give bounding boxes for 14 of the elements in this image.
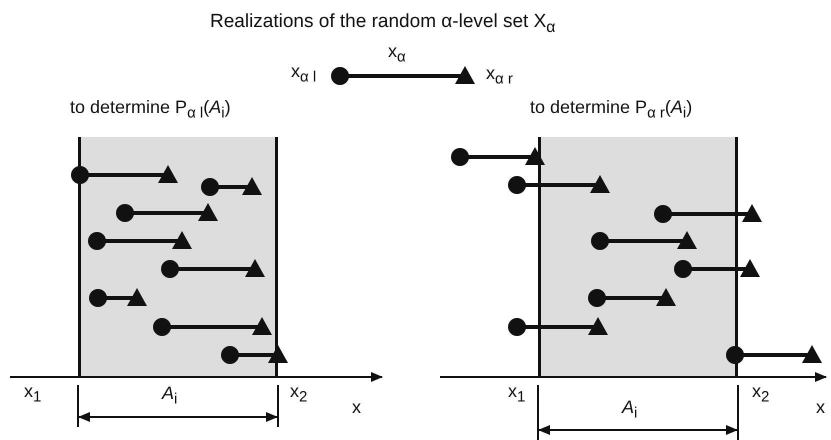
- panel-heading: to determine P$_{α l}$(A$_{i}$): [70, 97, 231, 122]
- axis-tick-label: x$_{1}$: [24, 382, 42, 406]
- diagram-title: Realizations of the random α-level set X$_{α}$: [210, 12, 556, 36]
- endpoint-label: x$_{α r}$: [486, 64, 513, 88]
- axis-label: x: [352, 398, 361, 418]
- axis-label: x: [816, 398, 825, 418]
- dimension-label: A$_{i}$: [622, 398, 638, 422]
- panel-heading: to determine P$_{α r}$(A$_{i}$): [530, 97, 692, 122]
- dimension-label: A$_{i}$: [162, 384, 178, 408]
- axis-tick-label: x$_{2}$: [290, 382, 308, 406]
- axis-tick-label: x$_{2}$: [752, 382, 770, 406]
- endpoint-label: x$_{α l}$: [291, 62, 316, 86]
- interval-label: x$_{α}$: [388, 42, 406, 66]
- axis-tick-label: x$_{1}$: [508, 382, 526, 406]
